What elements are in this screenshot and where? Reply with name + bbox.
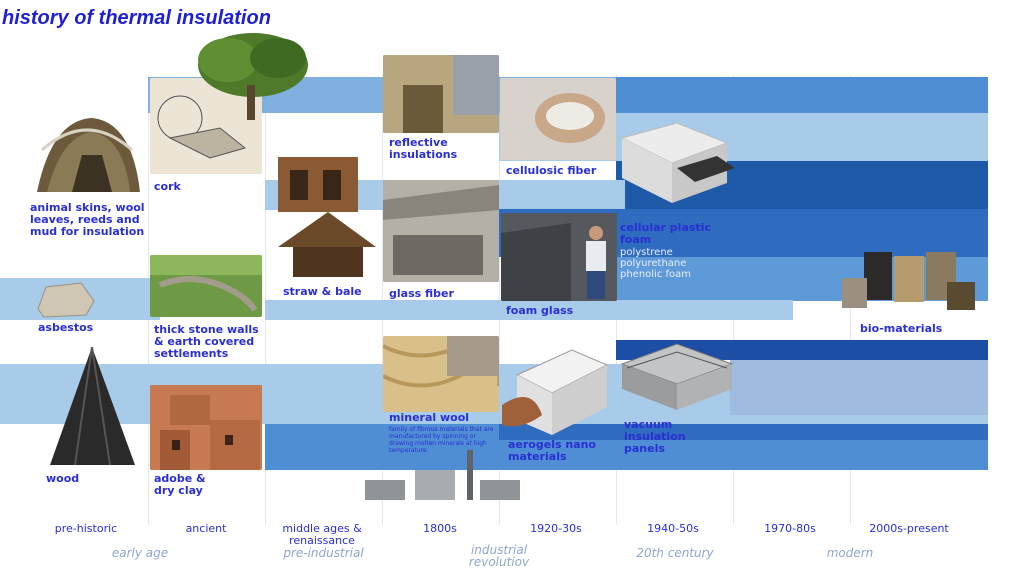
label-wood: wood bbox=[46, 472, 80, 485]
label-straw-bale: straw & bale bbox=[283, 285, 362, 298]
label-mineral-wool: mineral wool bbox=[389, 411, 470, 424]
glass-fiber-factory-image bbox=[383, 180, 499, 282]
timeline-band-vacuum bbox=[730, 360, 988, 415]
foam-boards-image bbox=[617, 118, 737, 210]
period-label: pre-historic bbox=[54, 522, 118, 535]
label-polyurethane: polyurethane bbox=[620, 258, 687, 269]
period-label: 1940-50s bbox=[647, 522, 699, 535]
reflective-insulation-image bbox=[383, 55, 499, 133]
label-foam-glass: foam glass bbox=[506, 304, 574, 317]
label-polystrene: polystrene bbox=[620, 247, 673, 258]
timeline-band-stone bbox=[265, 300, 793, 320]
era-label: pre-industrial bbox=[283, 546, 364, 560]
era-label: modern bbox=[826, 546, 874, 560]
stone-settlement-image bbox=[150, 255, 262, 317]
asbestos-rock-image bbox=[36, 279, 96, 319]
aerogel-image bbox=[502, 335, 612, 435]
page-title: history of thermal insulation bbox=[2, 7, 271, 29]
timeline-band-cellular-plastic bbox=[616, 340, 988, 360]
label-cellular-plastic: cellular plastic foam bbox=[620, 221, 711, 246]
mineral-wool-image bbox=[383, 336, 499, 412]
vacuum-panels-image bbox=[617, 334, 735, 412]
label-animal-skins: animal skins, wool leaves, reeds and mud… bbox=[30, 201, 145, 238]
period-label: 1800s bbox=[423, 522, 457, 535]
label-asbestos: asbestos bbox=[38, 321, 94, 334]
era-label: industrial revolutiov bbox=[468, 543, 530, 569]
straw-hut-image bbox=[268, 152, 380, 282]
period-label: middle ages & renaissance bbox=[282, 522, 362, 547]
period-label: ancient bbox=[185, 522, 227, 535]
timeline-band-mineral-wool bbox=[499, 424, 988, 440]
era-label: early age bbox=[111, 546, 169, 560]
label-cellulosic: cellulosic fiber bbox=[506, 164, 597, 177]
era-label: 20th century bbox=[636, 546, 714, 560]
wood-tipi-image bbox=[45, 345, 140, 470]
adobe-village-image bbox=[150, 385, 262, 470]
bio-materials-image bbox=[842, 250, 977, 312]
cellulose-hands-image bbox=[500, 78, 616, 160]
hut-skins-image bbox=[32, 110, 142, 195]
period-label: 1970-80s bbox=[764, 522, 816, 535]
label-stone-walls: thick stone walls & earth covered settle… bbox=[154, 323, 259, 360]
label-adobe: adobe & dry clay bbox=[154, 472, 206, 497]
label-aerogels: aerogels nano materials bbox=[508, 438, 596, 463]
label-glass-fiber: glass fiber bbox=[389, 287, 454, 300]
period-label: 2000s-present bbox=[869, 522, 949, 535]
period-label: 1920-30s bbox=[530, 522, 582, 535]
timeline-band-cork-modern bbox=[616, 77, 988, 113]
label-vacuum: vacuum insulation panels bbox=[624, 418, 686, 455]
label-phenolic: phenolic foam bbox=[620, 269, 692, 280]
industrial-plant-image bbox=[355, 450, 530, 510]
label-reflective: reflective insulations bbox=[389, 136, 458, 161]
label-mineral-wool-note: family of fibrous materials that are man… bbox=[389, 426, 494, 454]
label-cork: cork bbox=[154, 180, 181, 193]
cork-tree-image bbox=[183, 30, 313, 120]
label-bio-materials: bio-materials bbox=[860, 322, 943, 335]
foam-glass-worker-image bbox=[501, 213, 617, 301]
